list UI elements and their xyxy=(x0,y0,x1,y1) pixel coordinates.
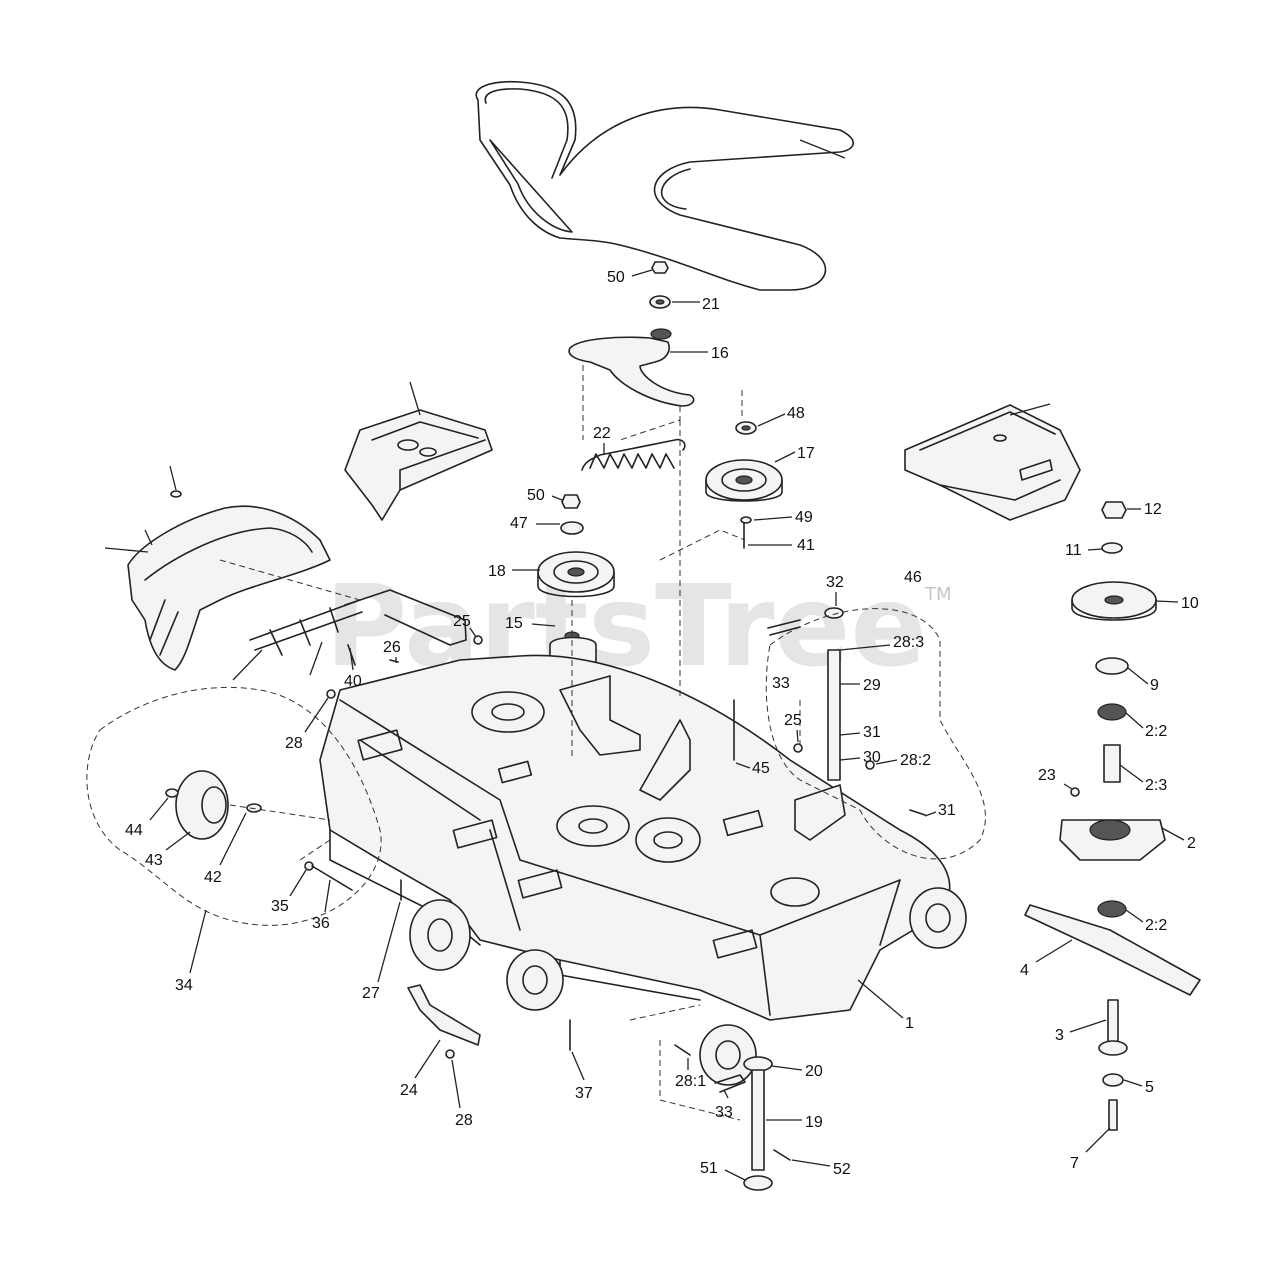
callout-15: 18 xyxy=(488,563,506,580)
part-drive-belt xyxy=(475,80,854,291)
callout-2-2-b: 2:2 xyxy=(1145,917,1167,934)
callout-10: 11 xyxy=(1065,542,1082,559)
callout-27: 28:2 xyxy=(900,752,931,769)
callout-30: 32 xyxy=(826,574,844,591)
callout-46: 46 xyxy=(904,569,922,586)
callout-9: 10 xyxy=(1181,595,1199,612)
callout-31: 33 xyxy=(772,675,790,692)
callout-2: 2 xyxy=(1187,835,1196,852)
callout-5: 5 xyxy=(1145,1079,1154,1096)
callout-50-b: 50 xyxy=(527,487,545,504)
callout-19: 22 xyxy=(593,425,611,442)
watermark-trademark: TM xyxy=(924,584,952,605)
callout-2-3: 2:3 xyxy=(1145,777,1167,794)
callout-32: 34 xyxy=(175,977,193,994)
callout-13: 16 xyxy=(711,345,729,362)
callout-4: 4 xyxy=(1020,962,1029,979)
callout-51: 51 xyxy=(700,1160,718,1177)
callout-16: 19 xyxy=(805,1114,823,1131)
callout-8: 9 xyxy=(1150,677,1159,694)
callout-49: 49 xyxy=(795,509,813,526)
callout-12: 15 xyxy=(505,615,523,632)
callout-35: 37 xyxy=(575,1085,593,1102)
callout-11: 12 xyxy=(1144,501,1162,518)
callout-7: 7 xyxy=(1070,1155,1079,1172)
callout-22: 25 xyxy=(453,613,471,630)
callout-3: 3 xyxy=(1055,1027,1064,1044)
part-gauge-wheel-group xyxy=(165,770,353,891)
callout-42: 42 xyxy=(204,869,222,886)
callout-28: 28:3 xyxy=(893,634,924,651)
callout-52: 52 xyxy=(833,1161,851,1178)
callout-33: 35 xyxy=(271,898,289,915)
callout-40: 40 xyxy=(344,673,362,690)
callout-48: 48 xyxy=(787,405,805,422)
callout-25-b: 28 xyxy=(455,1112,473,1129)
callout-17: 20 xyxy=(805,1063,823,1080)
callout-25: 28 xyxy=(285,735,303,752)
part-deck-wheels xyxy=(409,887,967,1086)
callout-23: 26 xyxy=(383,639,401,656)
callout-44: 44 xyxy=(125,822,143,839)
callout-14: 17 xyxy=(797,445,815,462)
callout-28-3: 31 xyxy=(863,724,881,741)
part-washers-top xyxy=(560,261,757,535)
callout-47: 47 xyxy=(510,515,528,532)
part-idler-pulley-right xyxy=(705,459,783,549)
callout-18: 21 xyxy=(702,296,720,313)
part-idler-arm xyxy=(568,328,695,407)
callout-41: 41 xyxy=(797,537,815,554)
callout-45: 45 xyxy=(752,760,770,777)
callout-43: 43 xyxy=(145,852,163,869)
callout-21: 24 xyxy=(400,1082,418,1099)
part-pivot-assembly xyxy=(714,1056,791,1191)
callout-labels: 50 21 16 48 22 17 50 47 49 41 18 15 40 2… xyxy=(104,139,1199,1181)
callout-26: 28:1 xyxy=(675,1073,706,1090)
part-spindle-stack xyxy=(1024,501,1201,1131)
callout-2-2: 2:2 xyxy=(1145,723,1167,740)
callout-1: 1 xyxy=(905,1015,914,1032)
callout-24: 27 xyxy=(362,985,380,1002)
callout-29: 31 xyxy=(938,802,956,819)
callout-20: 23 xyxy=(1038,767,1056,784)
part-belt-cover-right xyxy=(904,404,1081,521)
part-idler-pulley-left xyxy=(537,551,615,598)
part-rod-assembly xyxy=(733,607,926,816)
part-belt-cover-left xyxy=(344,409,493,521)
callout-34: 36 xyxy=(312,915,330,932)
callout-22-b: 25 xyxy=(784,712,802,729)
part-mower-deck xyxy=(319,654,951,1021)
callout-31-b: 33 xyxy=(715,1104,733,1121)
part-shield-brackets xyxy=(249,589,483,699)
callout-28-1: 29 xyxy=(863,677,881,694)
part-spring xyxy=(581,438,686,471)
callout-50: 50 xyxy=(607,269,625,286)
callout-28-2: 30 xyxy=(863,749,881,766)
part-lower-hardware xyxy=(400,879,691,1059)
part-front-shield xyxy=(127,490,331,671)
alignment-lines xyxy=(86,365,986,1121)
